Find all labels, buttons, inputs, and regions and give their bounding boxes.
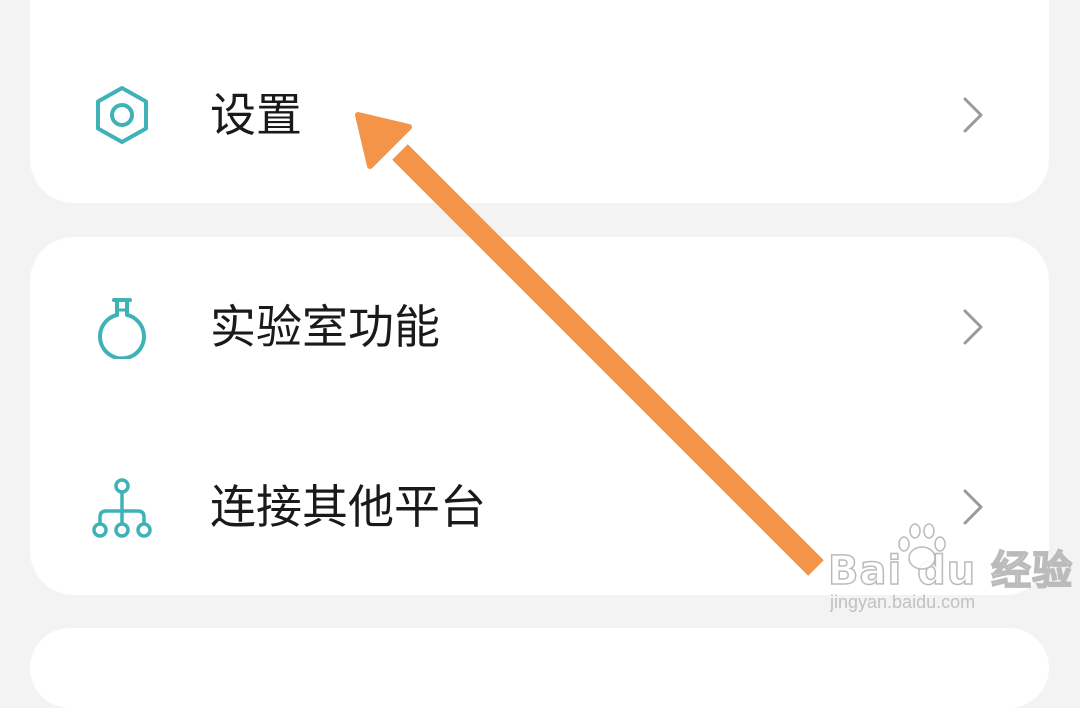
chevron-right-icon <box>961 307 985 347</box>
network-tree-icon <box>90 475 154 539</box>
next-card <box>30 628 1049 708</box>
paw-logo-icon <box>898 523 946 570</box>
settings-card: 设置 <box>30 0 1049 203</box>
chevron-right-icon <box>961 487 985 527</box>
hexagon-settings-icon <box>90 83 154 147</box>
menu-item-label: 设置 <box>210 88 302 142</box>
menu-item-settings[interactable]: 设置 <box>30 55 1049 175</box>
menu-item-label: 连接其他平台 <box>210 480 486 534</box>
chevron-right-icon <box>961 95 985 135</box>
watermark-url: jingyan.baidu.com <box>830 592 976 612</box>
baidu-watermark: Bai du 经验 jingyan.baidu.com <box>827 520 1073 620</box>
watermark-main-text: Bai du 经验 <box>827 547 1074 595</box>
menu-item-label: 实验室功能 <box>210 300 440 354</box>
menu-item-lab[interactable]: 实验室功能 <box>30 267 1049 387</box>
flask-icon <box>90 295 154 359</box>
